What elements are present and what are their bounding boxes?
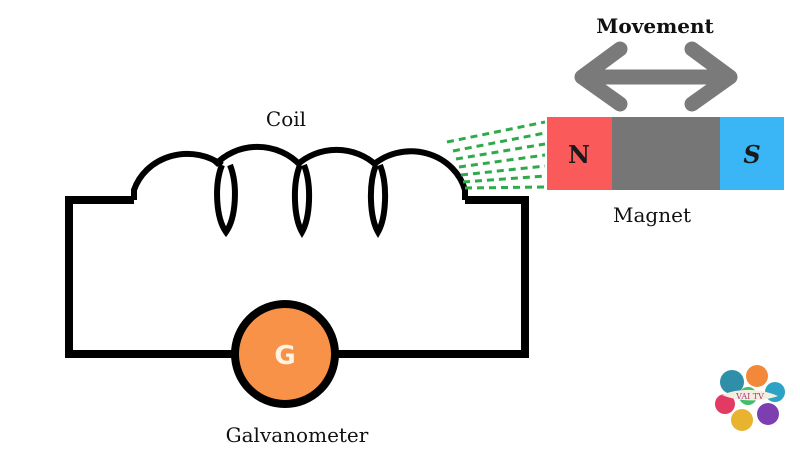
magnet-north-pole (547, 117, 612, 190)
double-headed-arrow-icon (574, 41, 738, 112)
galvanometer-circle (231, 300, 339, 408)
galvanometer-symbol: G (274, 341, 295, 371)
colorful-logo-icon: VAI TV (710, 360, 786, 436)
coil (131, 143, 468, 239)
galvanometer-label: Galvanometer (226, 423, 369, 447)
galvanometer: G (231, 300, 339, 408)
magnet-south-pole (720, 117, 784, 190)
bar-magnet: N S (547, 117, 784, 190)
logo-text: VAI TV (735, 392, 764, 401)
magnetic-field-lines (446, 120, 546, 190)
magnet-label: Magnet (613, 203, 691, 227)
circuit-wire (65, 196, 529, 358)
coil-label: Coil (266, 107, 306, 131)
south-pole-label: S (743, 140, 760, 169)
magnet-body (612, 117, 720, 190)
movement-label: Movement (596, 14, 714, 38)
north-pole-label: N (568, 140, 590, 169)
